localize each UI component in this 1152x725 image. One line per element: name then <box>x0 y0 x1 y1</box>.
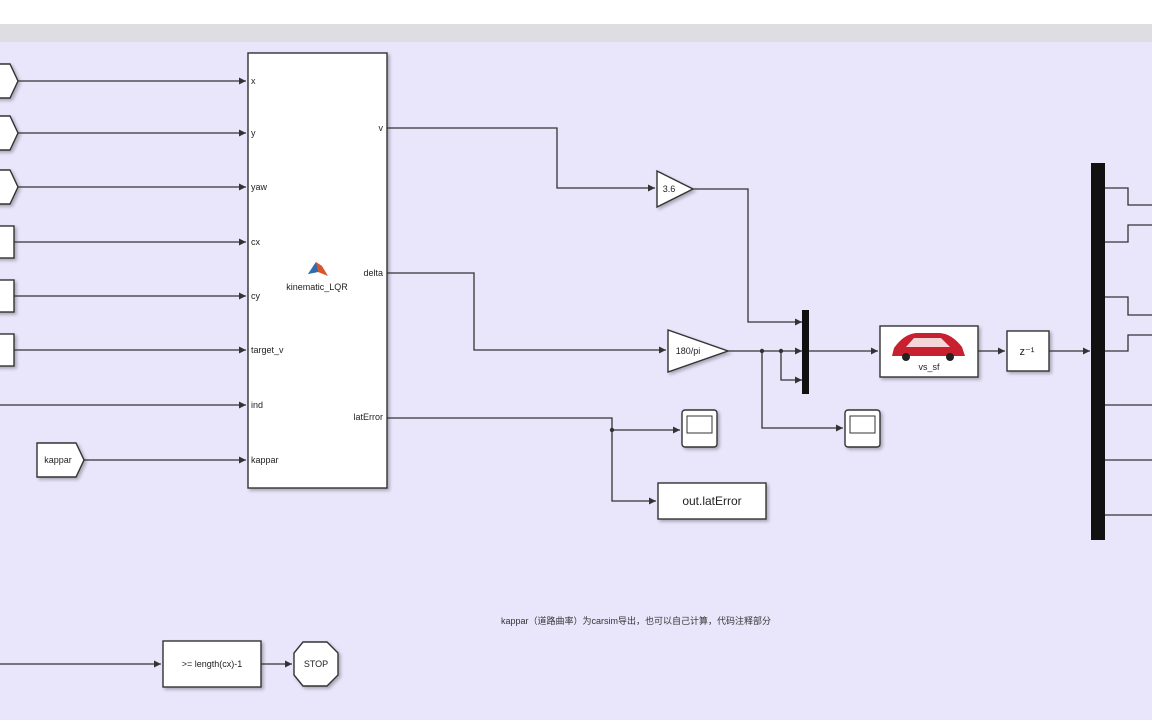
kinematic-lqr-block[interactable] <box>247 52 388 489</box>
matlab-logo-icon <box>308 262 328 276</box>
wire-angle-to-scope[interactable] <box>761 351 843 432</box>
wire-laterror-to-workspace[interactable] <box>611 430 656 505</box>
input-port-cx: cx <box>251 237 261 247</box>
mux-block[interactable] <box>802 310 809 394</box>
source-block-cx[interactable] <box>0 225 15 259</box>
input-port-ind: ind <box>251 400 263 410</box>
to-workspace-label: out.latError <box>682 494 741 508</box>
scope-delta[interactable] <box>844 409 881 448</box>
output-port-v: v <box>379 123 384 133</box>
goto-tag-x[interactable] <box>0 63 19 99</box>
stop-block[interactable] <box>293 641 339 687</box>
vehicle-block-label: vs_sf <box>918 362 940 372</box>
gain-angle-label: 180/pi <box>676 346 701 356</box>
source-block-target-v[interactable] <box>0 333 15 367</box>
compare-block-label: >= length(cx)-1 <box>182 659 243 669</box>
gain-block-angle[interactable] <box>667 329 731 373</box>
top-bar <box>0 0 1152 24</box>
car-icon <box>892 333 965 361</box>
unit-delay-label: z⁻¹ <box>1020 346 1035 358</box>
input-port-target-v: target_v <box>251 345 284 355</box>
wire-delta-to-gain[interactable] <box>387 272 666 354</box>
annotation-note[interactable]: kappar（道路曲率）为carsim导出，也可以自己计算，代码注释部分 <box>501 615 771 626</box>
from-tag-kappar[interactable] <box>36 442 85 478</box>
compare-block[interactable] <box>162 640 262 688</box>
source-block-cy[interactable] <box>0 279 15 313</box>
wire-v-to-gain[interactable] <box>387 127 655 192</box>
from-tag-kappar-label: kappar <box>44 455 72 465</box>
input-port-cy: cy <box>251 291 261 301</box>
wire-angle-to-mux-3[interactable] <box>780 351 802 384</box>
input-port-y: y <box>251 128 256 138</box>
to-workspace-block[interactable] <box>657 482 767 520</box>
gain-speed-label: 3.6 <box>663 184 676 194</box>
demux-out-2[interactable] <box>1105 224 1152 243</box>
output-port-delta: delta <box>363 268 383 278</box>
goto-tag-yaw[interactable] <box>0 169 19 205</box>
input-port-x: x <box>251 76 256 86</box>
scope-laterror[interactable] <box>681 409 718 448</box>
demux-block[interactable] <box>1091 163 1105 540</box>
input-port-yaw: yaw <box>251 182 268 192</box>
wire-gain-speed-to-mux[interactable] <box>693 188 802 326</box>
toolbar-strip <box>0 24 1152 42</box>
gain-block-speed[interactable] <box>656 169 695 209</box>
goto-tag-y[interactable] <box>0 115 19 151</box>
model-canvas[interactable] <box>0 42 1152 720</box>
demux-out-4[interactable] <box>1105 334 1152 352</box>
input-port-kappar: kappar <box>251 455 279 465</box>
demux-out-1[interactable] <box>1105 187 1152 206</box>
demux-out-3[interactable] <box>1105 296 1152 316</box>
stop-block-label: STOP <box>304 659 328 669</box>
output-port-laterror: latError <box>353 412 383 422</box>
wire-laterror-to-scope[interactable] <box>387 417 680 434</box>
lqr-block-name: kinematic_LQR <box>286 282 348 292</box>
